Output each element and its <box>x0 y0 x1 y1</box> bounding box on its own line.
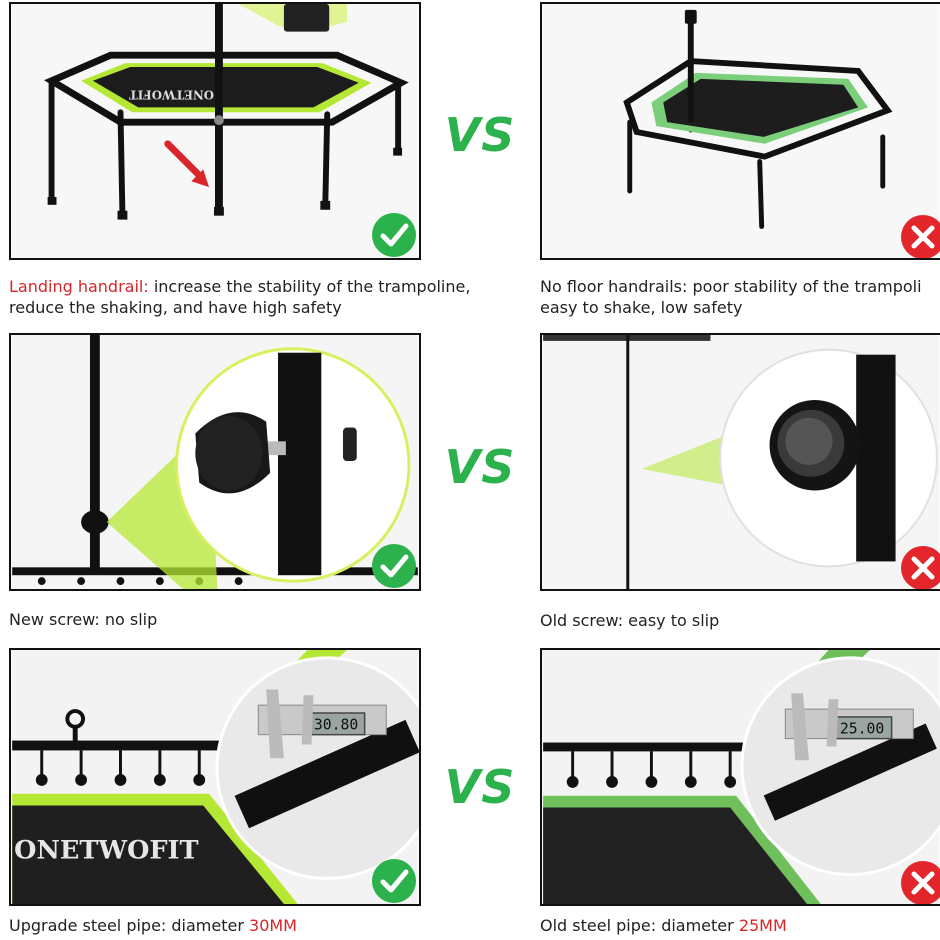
vs-label: VS <box>444 108 516 162</box>
caption-upgrade-steel-pipe: Upgrade steel pipe: diameter 30MM <box>9 915 297 936</box>
photo-new-screw <box>9 333 421 591</box>
brand-logo: ONETWOFIT <box>129 88 214 102</box>
caption-text-line2: easy to shake, low safety <box>540 298 743 317</box>
caption-old-screw: Old screw: easy to slip <box>540 610 719 631</box>
photo-trampoline-without-handrail <box>540 2 940 260</box>
photo-upgrade-steel-pipe: ONETWOFIT 30.80 <box>9 648 421 906</box>
photo-trampoline-with-handrail: ONETWOFIT <box>9 2 421 260</box>
caption-text: New screw: no slip <box>9 610 158 629</box>
old-screw-illustration <box>543 335 939 589</box>
photo-old-steel-pipe: 25.00 <box>540 648 940 906</box>
caption-highlight: 25MM <box>738 916 787 935</box>
check-badge-icon <box>372 859 416 903</box>
cross-badge-icon <box>901 215 940 258</box>
caption-text: No floor handrails: poor stability of th… <box>540 277 922 296</box>
brand-logo: ONETWOFIT <box>14 836 198 866</box>
caption-text: increase the stability of the trampoline… <box>148 277 471 296</box>
caption-highlight: Landing handrail: <box>9 277 149 296</box>
red-arrow-icon <box>164 140 210 188</box>
caption-old-steel-pipe: Old steel pipe: diameter 25MM <box>540 915 787 936</box>
caliper-display: 30.80 <box>314 717 358 734</box>
caption-no-handrail: No floor handrails: poor stability of th… <box>540 276 922 318</box>
cross-badge-icon <box>901 861 940 904</box>
new-screw-illustration <box>12 335 418 589</box>
caliper-display: 25.00 <box>840 721 884 738</box>
caption-text: Old steel pipe: diameter <box>540 916 739 935</box>
caption-new-screw: New screw: no slip <box>9 609 157 630</box>
caption-text-line2: reduce the shaking, and have high safety <box>9 298 342 317</box>
check-badge-icon <box>372 544 416 588</box>
caption-highlight: 30MM <box>249 916 297 935</box>
caption-text: Upgrade steel pipe: diameter <box>9 916 250 935</box>
trampoline-without-handrail-illustration <box>543 4 939 258</box>
caption-text: Old screw: easy to slip <box>540 611 720 630</box>
old-steel-pipe-illustration: 25.00 <box>543 650 940 904</box>
upgrade-steel-pipe-illustration: ONETWOFIT 30.80 <box>12 650 419 904</box>
cross-badge-icon <box>901 546 940 589</box>
caption-landing-handrail: Landing handrail: increase the stability… <box>9 276 470 318</box>
trampoline-with-handrail-illustration: ONETWOFIT <box>12 4 418 258</box>
vs-label: VS <box>444 760 516 814</box>
vs-label: VS <box>444 440 516 494</box>
check-badge-icon <box>372 213 416 257</box>
photo-old-screw <box>540 333 940 591</box>
